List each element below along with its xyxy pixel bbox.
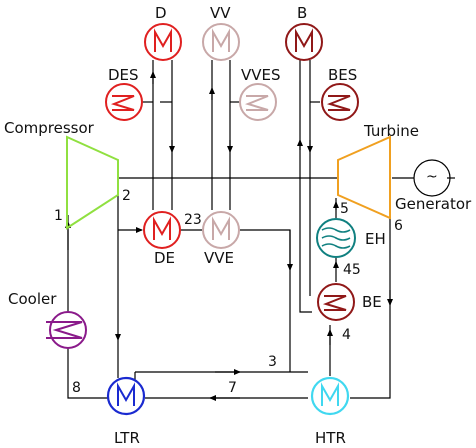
pipe-vve-out — [240, 229, 291, 280]
de-circle — [143, 211, 181, 249]
state-5-label: 5 — [340, 201, 349, 217]
state-7-label: 7 — [228, 380, 237, 396]
b-coil — [295, 28, 313, 52]
state-45-label: 45 — [343, 262, 361, 278]
vves-circle — [239, 83, 277, 121]
vv-label: VV — [210, 4, 231, 22]
generator-symbol: ~ — [426, 169, 438, 185]
vv-circle — [202, 23, 240, 61]
state-23-label: 23 — [184, 212, 202, 228]
htr-label: HTR — [315, 429, 346, 447]
vve-label: VVE — [204, 249, 234, 267]
be-label: BE — [362, 293, 382, 311]
de-label: DE — [154, 249, 176, 267]
state-6-label: 6 — [394, 218, 403, 234]
turbine-shape — [337, 135, 391, 220]
ltr-coil — [117, 382, 135, 406]
be-circle — [317, 283, 355, 321]
state-4-label: 4 — [342, 327, 351, 343]
d-label: D — [155, 4, 167, 22]
de-coil — [153, 216, 171, 240]
turbine-label: Turbine — [364, 122, 419, 140]
pipe-8 — [67, 348, 108, 399]
generator-label: Generator — [395, 195, 472, 213]
htr-circle — [310, 376, 350, 416]
cooler-coil — [46, 321, 83, 339]
vves-label: VVES — [241, 66, 281, 84]
vve-circle — [202, 211, 240, 249]
bes-label: BES — [328, 66, 358, 84]
piping — [65, 60, 455, 401]
compressor-label: Compressor — [4, 119, 94, 137]
be-coil — [322, 295, 347, 311]
bes-circle — [321, 83, 359, 121]
eh-label: EH — [365, 230, 386, 248]
des-circle — [105, 83, 143, 121]
b-circle — [285, 23, 323, 61]
compressor-shape — [66, 135, 119, 230]
state-3-label: 3 — [268, 354, 277, 370]
vve-coil — [212, 216, 230, 240]
d-coil — [154, 28, 172, 52]
vves-coil — [244, 95, 269, 111]
d-circle — [144, 23, 182, 61]
bes-coil — [326, 95, 351, 111]
b-label: B — [297, 4, 308, 22]
cooler-label: Cooler — [8, 290, 57, 308]
htr-coil — [321, 382, 339, 406]
state-2-label: 2 — [122, 188, 131, 204]
ltr-circle — [106, 376, 146, 416]
vv-coil — [212, 28, 230, 52]
des-coil — [110, 95, 135, 111]
pipe-6 — [350, 210, 391, 399]
state-1-label: 1 — [54, 208, 63, 224]
generator-circle — [413, 159, 451, 197]
state-8-label: 8 — [72, 380, 81, 396]
eh-coil — [321, 227, 351, 249]
des-label: DES — [108, 66, 139, 84]
ltr-label: LTR — [114, 429, 140, 447]
